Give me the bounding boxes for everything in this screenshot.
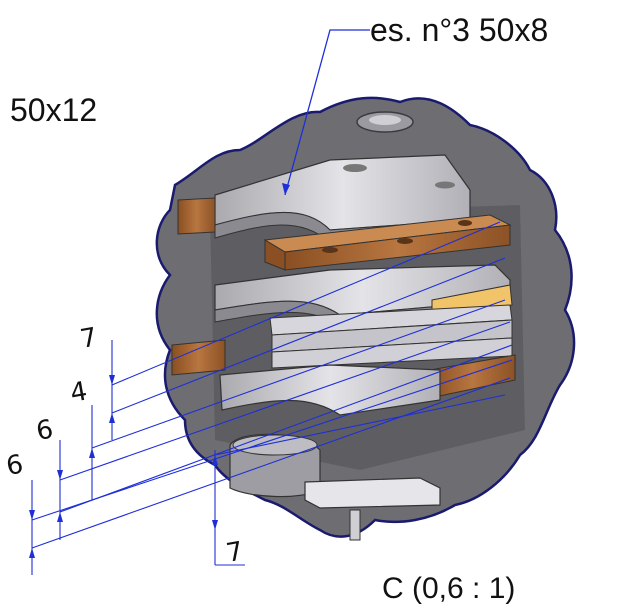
copper-block-left-top <box>177 197 216 235</box>
arrow-head-top <box>282 183 290 195</box>
dim-value-2: 6 <box>34 414 56 446</box>
projection-lines <box>31 221 513 549</box>
label-bar-size: 50x12 <box>10 92 98 128</box>
dim-value-5: 7 <box>224 536 246 568</box>
dimension-arrows <box>29 375 218 558</box>
dim-value-3: 4 <box>68 376 90 408</box>
label-detail-scale: C (0,6 : 1) <box>382 572 516 605</box>
label-plate-spec: es. n°3 50x8 <box>370 12 549 48</box>
bottom-clip <box>304 477 441 509</box>
dim-value-1: 7 <box>78 322 100 354</box>
leader-top <box>284 29 370 196</box>
copper-block-left-lower <box>171 339 226 376</box>
dim-value-4: 6 <box>4 449 26 481</box>
